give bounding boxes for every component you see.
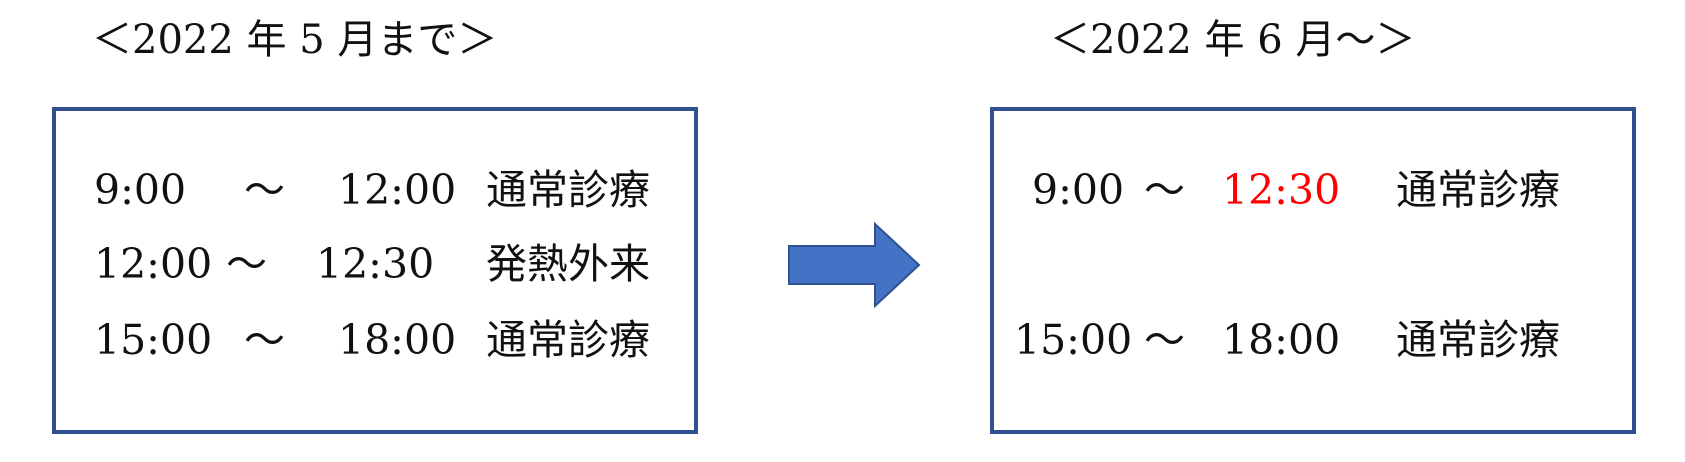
tilde-separator: ～ [226,240,267,288]
consultation-label: 通常診療 [1396,316,1560,364]
start-time: 15:00 [1014,316,1133,364]
arrow-shape [788,222,921,308]
consultation-label: 通常診療 [1396,166,1560,214]
start-time: 12:00 [94,240,213,288]
start-time: 9:00 [1032,166,1125,214]
consultation-label: 通常診療 [486,316,650,364]
tilde-separator: ～ [244,316,285,364]
start-time: 9:00 [94,166,187,214]
end-time: 18:00 [1222,316,1341,364]
end-time: 18:00 [338,316,457,364]
consultation-label: 通常診療 [486,166,650,214]
consultation-label: 発熱外来 [486,240,650,288]
tilde-separator: ～ [1144,166,1185,214]
end-time: 12:00 [338,166,457,214]
tilde-separator: ～ [244,166,285,214]
before-heading: ＜2022 年 5 月まで＞ [92,17,498,63]
schedule-after-box: 9:00 ～ 12:30 通常診療 15:00 ～ 18:00 通常診療 [990,107,1636,434]
tilde-separator: ～ [1144,316,1185,364]
start-time: 15:00 [94,316,213,364]
end-time-highlighted: 12:30 [1222,166,1341,214]
schedule-before-box: 9:00 ～ 12:00 通常診療 12:00 ～ 12:30 発熱外来 15:… [52,107,698,434]
after-heading: ＜2022 年 6 月～＞ [1050,17,1416,63]
end-time: 12:30 [316,240,435,288]
right-arrow-icon [788,222,921,308]
